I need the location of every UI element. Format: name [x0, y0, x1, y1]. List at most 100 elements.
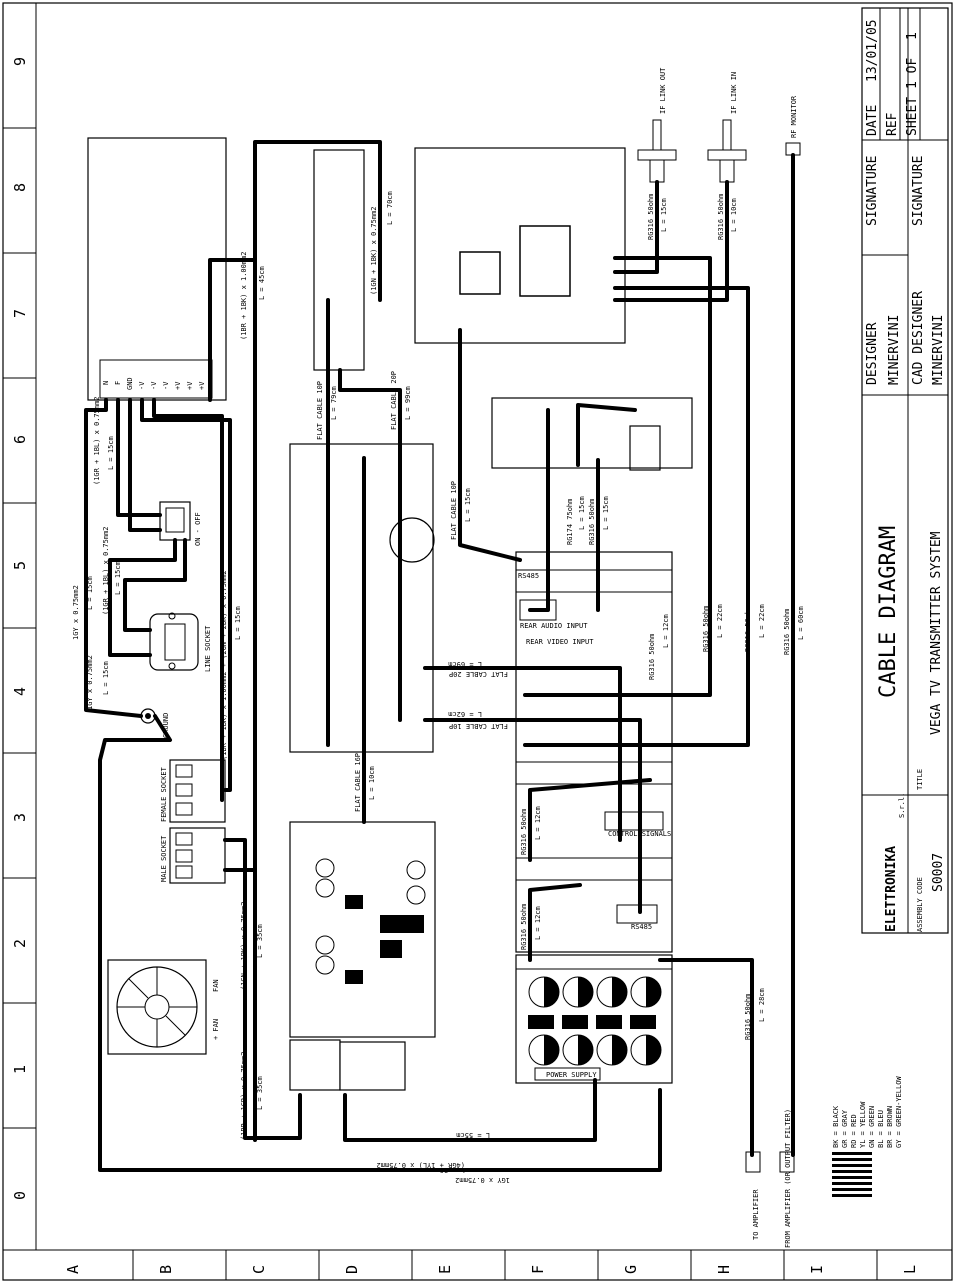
cable-c11-len: L = 20cm [431, 1166, 465, 1174]
rs485-bottom-label: RS485 [631, 923, 652, 931]
assembly-code-label: ASSEMBLY CODE [916, 877, 924, 932]
psu-unit: N F GND -V -V -V +V +V +V [87, 137, 227, 401]
flat10-top-len: L = 79cm [330, 386, 338, 420]
if-link-out-label: IF LINK OUT [659, 67, 667, 114]
flat20-top-len: L = 99cm [404, 386, 412, 420]
from-amplifier-connector: FROM AMPLIFIER (OR OUTPUT FILTER) [779, 1109, 795, 1248]
flat16-len: L = 10cm [368, 766, 376, 800]
wires [84, 140, 795, 1172]
cable-c1: 1GY x 0.75mm2 [72, 585, 80, 640]
cad-designer-label: CAD DESIGNER [911, 291, 926, 385]
rg-in: RG316 50ohm [717, 194, 725, 240]
pcb-top-narrow [313, 149, 365, 371]
grid-col-9: 9 [11, 57, 29, 66]
sheet-label: SHEET 1 OF [905, 58, 920, 136]
rg-in-len: L = 10cm [730, 198, 738, 232]
rg316-d-len: L = 22cm [758, 604, 766, 638]
rg316-b-len: L = 12cm [662, 614, 670, 648]
cable-c6: (1BR + 1BK) x 1.00mm2 [240, 251, 248, 340]
cad-designer-name: MINERVINI [931, 315, 946, 385]
cable-c7: (1GN + 1BK) x 0.75mm2 [370, 206, 378, 295]
psu-terminal-f: F [114, 381, 122, 385]
grid-row-G: G [622, 1265, 640, 1274]
flat10-low-len: L = 62cm [448, 710, 482, 718]
flat-cable-10p-low [423, 718, 642, 914]
pcb-if-chip-2 [459, 251, 501, 295]
date-value: 13/01/05 [865, 19, 880, 82]
wire-psu-switch-2 [128, 398, 162, 532]
cable-c9-len: L = 35cm [256, 1076, 264, 1110]
wire-male-socket [223, 838, 302, 1140]
assembly-code: S0007 [931, 853, 946, 892]
grid-col-3: 3 [11, 813, 29, 822]
on-off-label: ON - OFF [194, 512, 202, 546]
grid-row-F: F [529, 1265, 547, 1274]
wire-top-loop [208, 140, 382, 402]
psu-terminal-v4: +V [174, 381, 182, 390]
grid-col-8: 8 [11, 183, 29, 192]
rs485-top-label: RS485 [518, 572, 539, 580]
grid-col-2: 2 [11, 939, 29, 948]
rg316-g: RG316 50ohm [520, 904, 528, 950]
psu-terminal-v5: +V [186, 381, 194, 390]
coax-rg174 [576, 403, 637, 467]
cable-c2: (1GR + 1BL) x 0.75mm2 [93, 396, 101, 485]
coax-to-amplifier [658, 958, 754, 1157]
psu-terminal-v2: -V [150, 381, 158, 390]
flat-cable-20p-top [338, 368, 402, 722]
power-supply-module: POWER SUPPLY [515, 954, 673, 1084]
signature-label-2: SIGNATURE [911, 156, 926, 226]
flat16: FLAT CABLE 16P [354, 753, 362, 812]
psu-terminal-v6: +V [198, 381, 206, 390]
psu-terminal-n: N [102, 381, 110, 385]
wire-psu-socket [140, 398, 232, 792]
grid-row-B: B [157, 1265, 175, 1274]
rg316-c: RG316 50ohm [702, 606, 710, 652]
rg316-a-len: L = 15cm [602, 496, 610, 530]
designer-label: DESIGNER [865, 322, 880, 385]
grid-col-6: 6 [11, 435, 29, 444]
rg316-e: RG316 50ohm [783, 609, 791, 655]
coax-if-out [613, 180, 659, 274]
wire-gnd-long [98, 714, 662, 1172]
coax-d [528, 883, 582, 962]
from-amplifier-label-1: FROM AMPLIFIER (OR OUTPUT FILTER) [784, 1109, 792, 1248]
wire-psu-bundle [343, 1078, 597, 1142]
rear-audio-label: REAR AUDIO INPUT [520, 622, 588, 630]
line-socket: LINE SOCKET [149, 612, 212, 672]
power-supply-label: POWER SUPPLY [546, 1071, 597, 1079]
wire-psu-socket-2 [152, 398, 224, 802]
cable-c9: (1BR + 1GR) x 0.75mm2 [240, 1051, 248, 1140]
cable-c10: (4GR + 1YL) x 0.75mm2 [376, 1161, 465, 1169]
legend-item-rd: RD = RED [850, 1114, 858, 1148]
legend-item-gy: GY = GREEN-YELLOW [895, 1076, 903, 1148]
wire-switch-socket [108, 538, 177, 657]
ground-label: GROUND [162, 713, 170, 738]
coax-a [523, 256, 712, 697]
if-link-out-connector: IF LINK OUT [637, 67, 677, 183]
date-label: DATE [865, 105, 880, 136]
rg174-len: L = 15cm [578, 496, 586, 530]
rg316-b: RG316 50ohm [648, 634, 656, 680]
pcb-power-amp-caps [315, 858, 426, 984]
to-amplifier-connector: TO AMPLIFIER [745, 1151, 761, 1240]
legend-bars [832, 1152, 872, 1197]
signature-label-1: SIGNATURE [865, 156, 880, 226]
rg-out: RG316 50ohm [647, 194, 655, 240]
cable-c10-len: L = 55cm [456, 1131, 490, 1139]
flat10-mid: FLAT CABLE 10P [450, 481, 458, 540]
designer-name: MINERVINI [887, 315, 902, 385]
flat20-low: FLAT CABLE 20P [449, 670, 508, 678]
coax-c [528, 778, 652, 862]
grid-row-C: C [250, 1265, 268, 1274]
rg316-f-len: L = 12cm [534, 806, 542, 840]
grid-col-7: 7 [11, 309, 29, 318]
grid-row-E: E [436, 1265, 454, 1274]
rear-video-label: REAR VIDEO INPUT [526, 638, 594, 646]
rg316-g-len: L = 12cm [534, 906, 542, 940]
cable-c8-len: L = 35cm [256, 924, 264, 958]
rg316-e-len: L = 60cm [797, 606, 805, 640]
flat20-low-len: L = 69cm [448, 660, 482, 668]
title-label: TITLE [916, 769, 924, 790]
